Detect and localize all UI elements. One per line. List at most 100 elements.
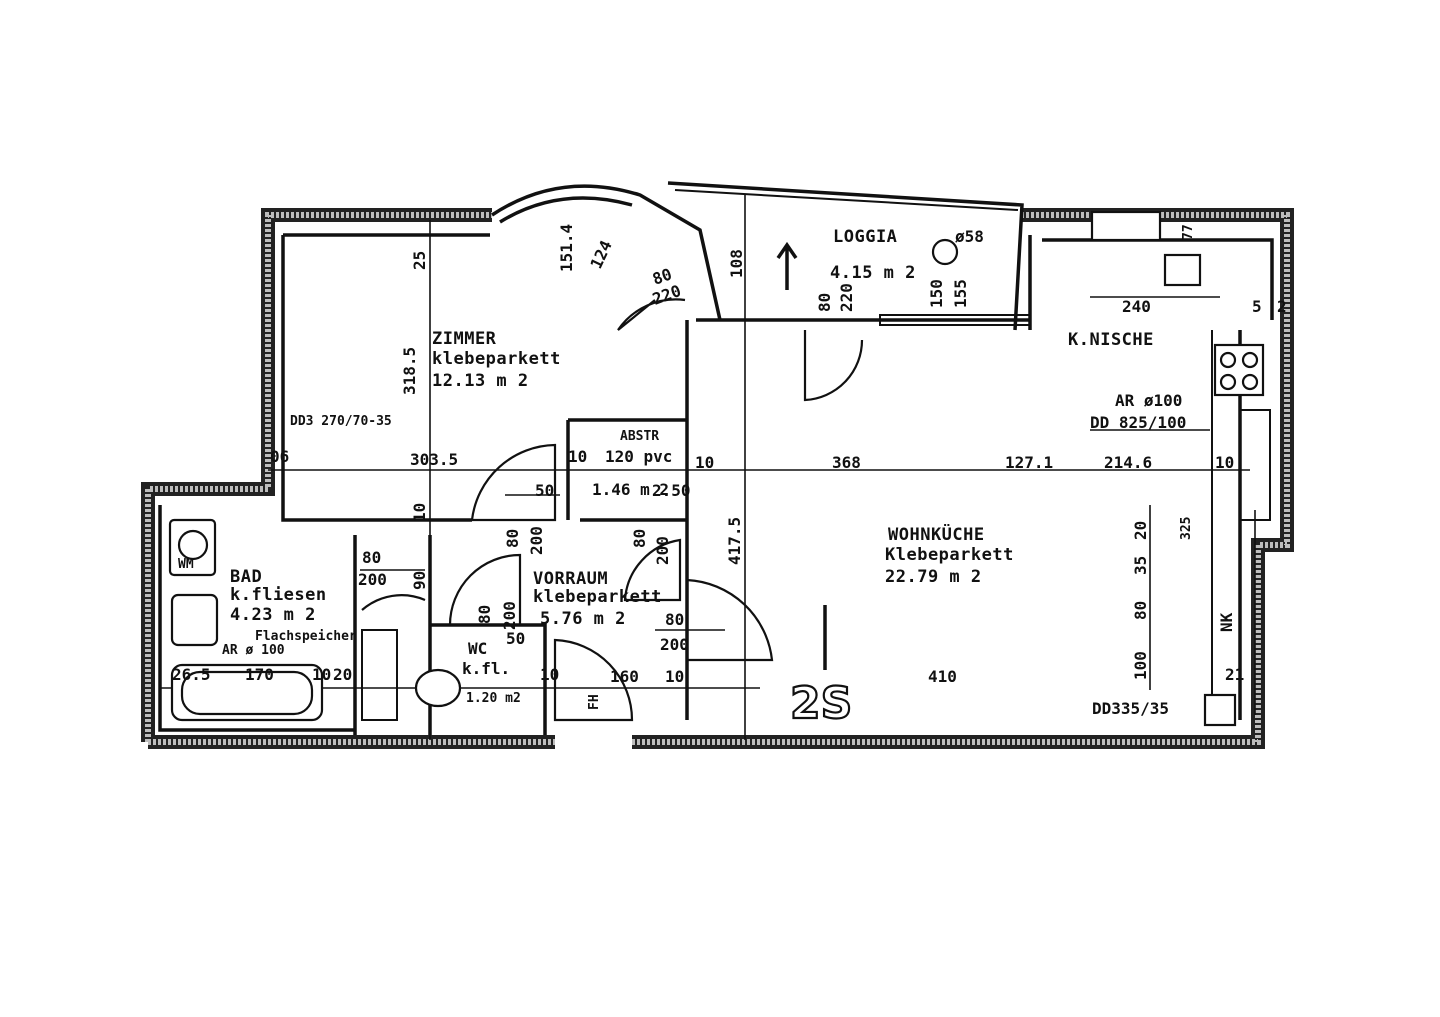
dim-label: 20 [1131,521,1150,540]
bad-area: 4.23 m 2 [230,605,316,625]
door-entrance [553,638,634,722]
dim-label: 10 [695,453,714,472]
dd-bottom-label: DD335/35 [1092,699,1169,718]
window-kitchen-icon [1239,409,1271,521]
dd-kitchen-label: DD 825/100 [1090,413,1186,432]
door-abstr [623,538,682,602]
dim-label: 200 [653,536,672,565]
dim-label: 35 [1131,556,1150,575]
drain-icon [931,238,959,266]
dim-label: 2.50 [652,481,691,500]
dim-label: 124 [586,237,615,271]
nk-label: NK [1217,612,1236,632]
dim-label: 200 [660,635,689,654]
ar-kitchen-label: AR ø100 [1115,391,1182,410]
dim-label: 10 [410,503,429,522]
outer-walls [141,181,1294,749]
wohnkueche-area: 22.79 m 2 [885,567,982,587]
dim-label: 25 [410,251,429,270]
door-bay [617,298,686,331]
abstr-area: 1.46 m 2 [592,480,669,499]
dim-label: 80 [815,293,834,312]
dim-label: 151.4 [557,224,576,272]
arrow-up-icon [776,241,798,290]
dim-label: 220 [837,283,856,312]
dim-label: 170 [245,665,274,684]
dim-label: 21 [1225,665,1244,684]
dim-label: 80 [1131,601,1150,620]
room-labels: ZIMMER klebeparkett 12.13 m 2 LOGGIA 4.1… [230,227,1154,706]
stair-mark-label: 2S [790,678,852,729]
dim-label: 127.1 [1005,453,1053,472]
dim-label: 77 [1181,224,1196,240]
abstr-name: ABSTR [620,429,659,444]
window-knische-icon [1090,210,1162,242]
dim-label: 240 [1122,297,1151,316]
door-wohnkueche [685,578,774,662]
bad-name: BAD [230,567,262,587]
dim-label: 10 [1215,453,1234,472]
flachspeicher-icon [361,629,398,721]
dim-label: 80 [630,529,649,548]
vorraum-name: VORRAUM [533,569,608,589]
dd-zimmer-label: DD3 270/70-35 [290,414,392,429]
wc-area: 1.20 m2 [466,691,521,706]
wm-label: WM [178,557,194,572]
dim-label: 06 [270,447,289,466]
zimmer-floor: klebeparkett [432,349,561,369]
dim-label: 90 [410,571,429,590]
ar-bad-label: AR ø 100 [222,643,285,658]
dim-label: 10 [540,665,559,684]
dim-label: 2 [1277,297,1287,316]
dim-label: 200 [358,570,387,589]
dim-label: 303.5 [410,450,458,469]
dim-label: 10 [665,667,684,686]
dim-label: 10 [312,665,331,684]
dim-label: 160 [610,667,639,686]
dim-label: ø58 [955,227,984,246]
dim-label: 80 [475,605,494,624]
dimension-labels: 25 318.5 303.5 151.4 124 80 220 108 80 2… [172,224,1287,686]
dim-label: 100 [1131,651,1150,680]
dim-label: 368 [832,453,861,472]
wc-name: WC [468,639,487,658]
loggia-area: 4.15 m 2 [830,263,916,283]
wc-floor: k.fl. [462,659,510,678]
window-loggia-icon [879,314,1031,326]
fixture-labels: WM Flachspeicher AR ø 100 AR ø100 DD 825… [178,391,1236,730]
dim-label: 417.5 [725,517,744,565]
dim-label: 80 [665,610,684,629]
dim-label: 80 [503,529,522,548]
dim-label: 50 [535,481,554,500]
wohnkueche-name: WOHNKÜCHE [888,523,985,545]
fixtures [168,210,1271,727]
dim-label: 26.5 [172,665,211,684]
door-bad [361,594,426,611]
kitchen-sink-icon [1163,253,1202,287]
dim-label: 108 [727,249,746,278]
dim-label: 80 [362,548,381,567]
dim-label: 50 [506,629,525,648]
flachspeicher-label: Flachspeicher [255,629,357,644]
knische-name: K.NISCHE [1068,330,1154,350]
loggia-name: LOGGIA [833,227,897,247]
dim-label: 20 [333,665,352,684]
dim-label: 214.6 [1104,453,1152,472]
dim-label: 410 [928,667,957,686]
bad-floor: k.fliesen [230,585,327,605]
door-zimmer [470,443,557,522]
toilet-icon [414,668,462,708]
dim-label: 5 [1252,297,1262,316]
dim-label: 200 [527,526,546,555]
door-vorraum [448,553,522,627]
dim-label: 150 [927,279,946,308]
doors [361,298,864,722]
dim-label: 155 [951,279,970,308]
fh-label: FH [587,694,602,710]
abstr-floor: 120 pvc [605,447,672,466]
vorraum-floor: klebeparkett [533,587,662,607]
dim-label: 200 [500,601,519,630]
sink-icon [170,593,219,647]
vorraum-area: 5.76 m 2 [540,609,626,629]
